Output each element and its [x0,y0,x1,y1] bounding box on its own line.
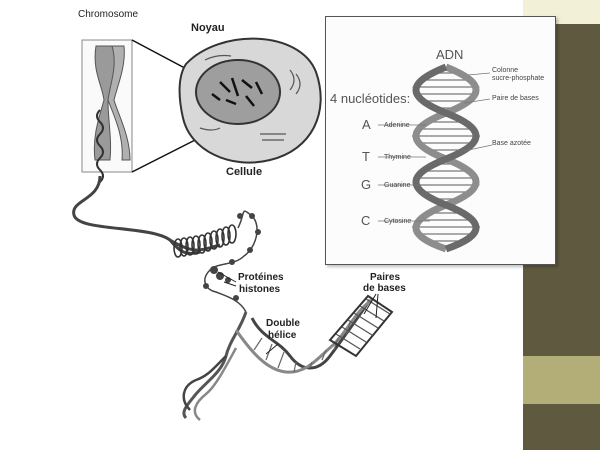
inset-strand-front [412,63,480,253]
helix-rungs [253,321,351,373]
chromatin-coil [96,109,104,183]
nucleus-label: Noyau [191,22,225,34]
double-helix-label-line2: hélice [268,330,297,341]
double-helix-label-line1: Double [266,318,300,329]
dna-inset-helix [378,63,493,253]
nucleotide-name-adenine: Adenine [384,122,410,129]
nucleosome-beads [203,213,261,301]
chromosomes-in-nucleus [211,77,264,107]
cell-label: Cellule [226,166,263,178]
zoom-line-bottom [131,134,206,173]
inset-title: ADN [436,47,464,62]
histone-pointer-1 [217,271,237,283]
nucleus [195,59,281,125]
inset-subtitle: 4 nucléotides: [330,91,411,106]
double-helix [182,298,373,420]
nucleotide-letter-c: C [361,213,371,228]
ladder-section [328,294,394,358]
histone-label-line2: histones [239,284,281,295]
nitrogen-base-label: Base azotée [492,140,531,147]
base-pairs-label-line1: Paires [370,272,401,283]
cell-organelles [199,54,301,141]
supercoil-loops [173,224,237,258]
backbone-label-line2: sucre-phosphate [492,75,545,82]
ladder-rungs [335,298,391,350]
nucleotide-letter-t: T [362,149,370,164]
lower-helix [182,347,238,421]
chromosome-label: Chromosome [78,9,139,20]
double-helix-pointer [265,343,279,355]
inset-pointer-lines [378,72,493,222]
histone-pointer-2 [223,281,237,287]
backbone-label-line1: Colonne [492,67,519,74]
supercoil-fibre [168,239,201,255]
base-pair-label: Paire de bases [492,95,539,102]
chromosome-arm [107,45,131,161]
beads-string [204,210,258,313]
base-pairs-pointer-1 [363,293,377,315]
nucleotide-name-thymine: Thymine [384,154,411,161]
dna-inset: ADN 4 nucléotides: Colonne sucre-phospha… [325,16,556,265]
side-bar-mid [523,356,600,404]
nucleotide-name-guanine: Guanine [384,182,411,189]
histone-label-line1: Protéines [238,272,284,283]
nucleotide-name-cytosine: Cytosine [384,218,412,225]
nucleotide-letter-a: A [362,117,371,132]
base-pairs-label-line2: de bases [363,283,406,294]
nucleotide-letter-g: G [361,177,372,192]
base-pairs-pointer-2 [375,293,379,319]
side-bar-dark-bottom [523,404,600,450]
